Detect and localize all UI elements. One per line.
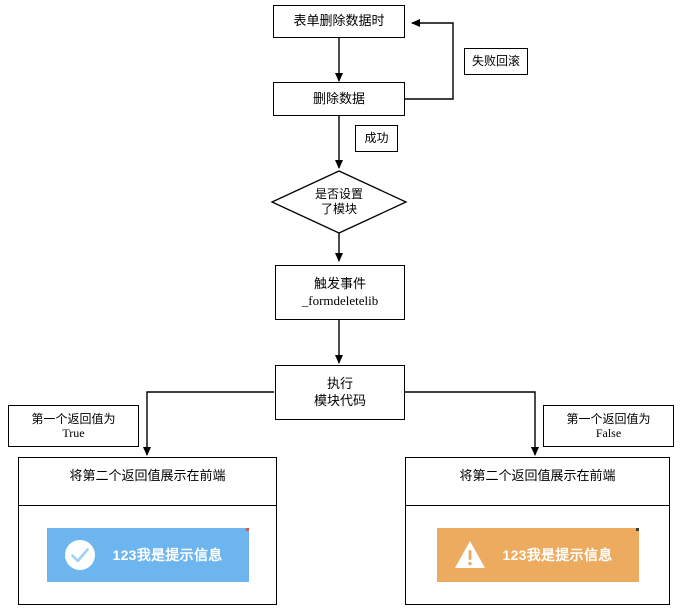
- panel-right-body: 123我是提示信息: [406, 506, 669, 604]
- node-delete-data-label: 删除数据: [312, 90, 365, 106]
- edge-label-first-return-false-line2: False: [595, 426, 622, 440]
- edge-label-first-return-true: 第一个返回值为 True: [8, 405, 139, 447]
- node-start[interactable]: 表单删除数据时: [273, 5, 405, 38]
- edge-exec-to-right-panel: [405, 391, 539, 456]
- panel-right-header-text: 将第二个返回值展示在前端: [459, 468, 616, 483]
- edge-label-rollback: 失败回滚: [464, 48, 528, 75]
- node-decision-line2: 了模块: [320, 202, 357, 216]
- edge-label-first-return-false: 第一个返回值为 False: [543, 405, 674, 447]
- check-circle-icon: [64, 540, 95, 570]
- panel-left-header: 将第二个返回值展示在前端: [19, 458, 276, 506]
- toast-warning-wrapper: 123我是提示信息: [436, 528, 639, 582]
- node-exec-module[interactable]: 执行 模块代码: [275, 365, 405, 420]
- edge-label-success: 成功: [355, 125, 398, 152]
- toast-warning-text: 123我是提示信息: [502, 547, 613, 563]
- toast-success[interactable]: 123我是提示信息: [46, 528, 249, 582]
- panel-right-warning[interactable]: 将第二个返回值展示在前端 123我是提示信息: [405, 457, 670, 605]
- toast-success-wrapper: 123我是提示信息: [46, 528, 249, 582]
- panel-left-body: 123我是提示信息: [19, 506, 276, 604]
- node-delete-data[interactable]: 删除数据: [273, 82, 405, 116]
- node-trigger-event-line1: 触发事件: [313, 276, 366, 292]
- node-trigger-event[interactable]: 触发事件 _formdeletelib: [275, 265, 405, 320]
- warning-triangle-icon: [454, 541, 485, 568]
- edge-label-rollback-text: 失败回滚: [471, 54, 520, 69]
- edge-label-first-return-true-line1: 第一个返回值为: [31, 411, 116, 426]
- panel-left-success[interactable]: 将第二个返回值展示在前端 123我是提示信息: [18, 457, 277, 605]
- node-exec-module-line1: 执行: [326, 376, 353, 392]
- node-trigger-event-line2: _formdeletelib: [301, 292, 379, 308]
- decision-diamond-shape: [270, 170, 408, 234]
- toast-warning[interactable]: 123我是提示信息: [436, 528, 639, 582]
- toast-success-corner-marker: [245, 528, 249, 531]
- node-decision-line1: 是否设置: [314, 187, 363, 201]
- panel-right-header: 将第二个返回值展示在前端: [406, 458, 669, 506]
- edge-label-first-return-false-line1: 第一个返回值为: [566, 411, 651, 426]
- node-exec-module-line2: 模块代码: [313, 392, 366, 408]
- node-decision[interactable]: 是否设置 了模块: [272, 171, 406, 233]
- panel-left-header-text: 将第二个返回值展示在前端: [69, 468, 226, 483]
- edge-label-first-return-true-line2: True: [62, 426, 85, 440]
- node-start-label: 表单删除数据时: [293, 13, 385, 29]
- edge-exec-to-left-panel: [143, 391, 274, 456]
- edge-label-success-text: 成功: [364, 131, 389, 146]
- toast-warning-corner-marker: [635, 528, 639, 531]
- toast-success-text: 123我是提示信息: [112, 547, 223, 563]
- edge-rollback: [405, 19, 454, 100]
